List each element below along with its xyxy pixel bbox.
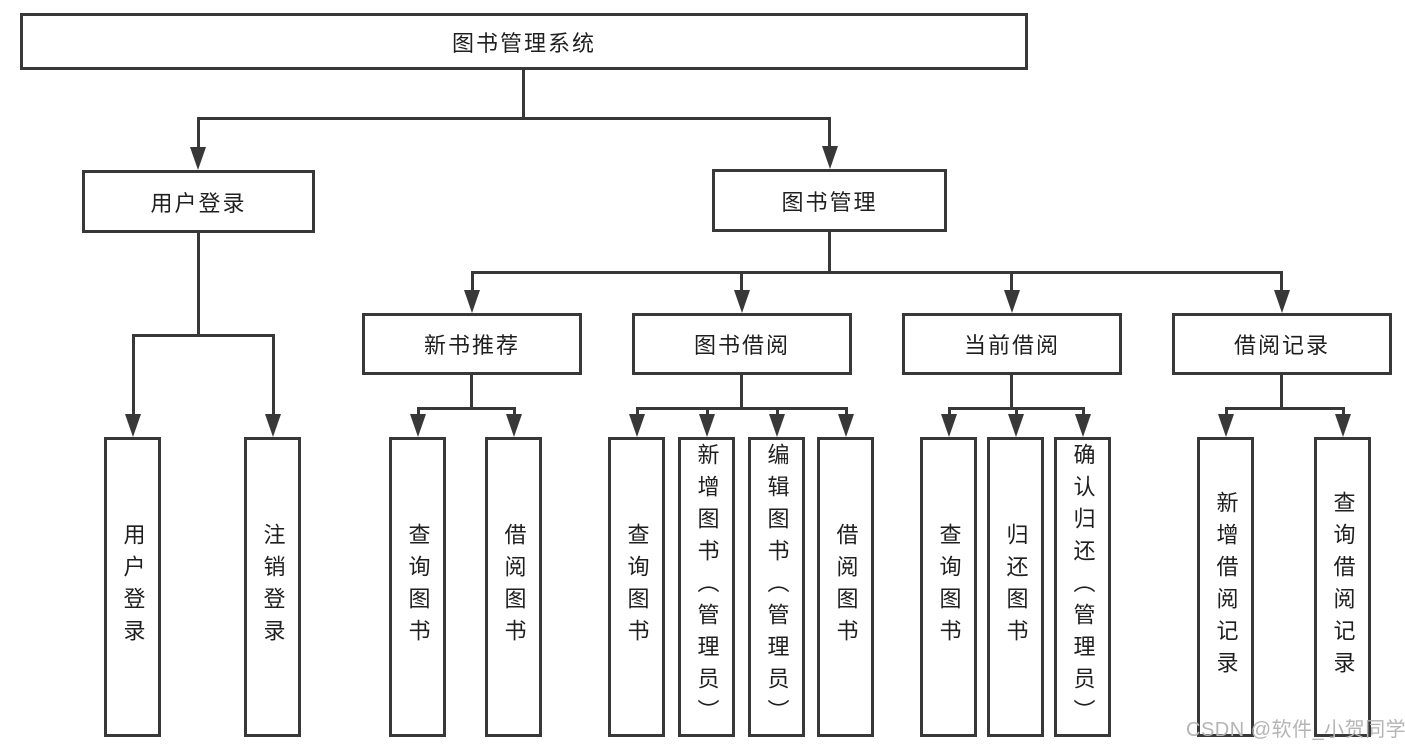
arrow-down-icon: [734, 290, 750, 313]
node-label: 查询图书: [624, 523, 650, 651]
arrow-down-icon: [941, 414, 957, 437]
connector-line-v: [636, 407, 639, 417]
connector-line-h: [1225, 407, 1344, 410]
node-label: 注销登录: [260, 523, 286, 651]
connector-line-v: [1082, 407, 1085, 417]
node-label: 新书推荐: [423, 333, 520, 358]
leaf-edit-books-admin: 编辑图书（管理员）: [748, 437, 805, 737]
node-label: 查询借阅记录: [1330, 491, 1356, 683]
arrow-down-icon: [1335, 414, 1351, 437]
node-label: 借阅图书: [501, 523, 527, 651]
connector-line-v: [1225, 407, 1228, 417]
node-label: 用户登录: [120, 523, 146, 651]
node-label: 图书管理系统: [451, 30, 596, 56]
node-label: 新增图书（管理员）: [694, 443, 720, 731]
leaf-logout-login: 注销登录: [244, 437, 301, 737]
connector-line-v: [845, 407, 848, 417]
connector-line-v: [1010, 375, 1013, 409]
node-label: 查询图书: [936, 523, 962, 651]
connector-line-v: [513, 407, 516, 417]
connector-line-v: [272, 334, 275, 416]
arrow-down-icon: [1274, 290, 1290, 313]
connector-line-v: [522, 70, 525, 118]
arrow-down-icon: [464, 290, 480, 313]
arrow-down-icon: [125, 414, 141, 437]
connector-line-v: [197, 233, 200, 336]
node-user-login: 用户登录: [82, 170, 315, 233]
node-new-book-recommendation: 新书推荐: [362, 313, 582, 375]
connector-line-v: [828, 117, 831, 149]
leaf-add-books-admin: 新增图书（管理员）: [678, 437, 735, 737]
arrow-down-icon: [1008, 414, 1024, 437]
node-book-borrowing: 图书借阅: [632, 313, 852, 375]
node-label: 借阅图书: [833, 523, 859, 651]
connector-line-v: [948, 407, 951, 417]
node-label: 图书管理: [781, 189, 878, 215]
arrow-down-icon: [1218, 414, 1234, 437]
node-label: 查询图书: [405, 523, 431, 651]
leaf-confirm-return-admin: 确认归还（管理员）: [1054, 437, 1111, 737]
connector-line-v: [197, 117, 200, 150]
connector-line-v: [828, 232, 831, 273]
connector-line-v: [1010, 271, 1013, 295]
leaf-borrow-books-recommend: 借阅图书: [485, 437, 542, 737]
connector-line-v: [740, 375, 743, 409]
connector-line-h: [417, 407, 516, 410]
connector-line-h: [197, 117, 831, 120]
connector-line-v: [1342, 407, 1345, 417]
connector-line-v: [417, 407, 420, 417]
connector-line-v: [740, 271, 743, 295]
connector-line-v: [471, 271, 474, 295]
arrow-down-icon: [629, 414, 645, 437]
arrow-down-icon: [1004, 290, 1020, 313]
node-label: 借阅记录: [1233, 333, 1330, 358]
leaf-query-books-current: 查询图书: [920, 437, 977, 737]
arrow-down-icon: [838, 414, 854, 437]
connector-line-v: [470, 375, 473, 409]
leaf-query-borrow-record: 查询借阅记录: [1314, 437, 1371, 737]
arrow-down-icon: [265, 414, 281, 437]
node-library-management-system: 图书管理系统: [20, 13, 1028, 70]
node-label: 图书借阅: [693, 333, 790, 358]
arrow-down-icon: [769, 414, 785, 437]
leaf-add-borrow-record: 新增借阅记录: [1197, 437, 1254, 737]
leaf-return-books: 归还图书: [987, 437, 1044, 737]
leaf-user-login: 用户登录: [104, 437, 161, 737]
node-label: 当前借阅: [963, 333, 1060, 358]
connector-line-h: [471, 271, 1283, 274]
connector-line-v: [706, 407, 709, 417]
connector-line-h: [132, 334, 274, 337]
leaf-query-books-borrowing: 查询图书: [608, 437, 665, 737]
node-label: 编辑图书（管理员）: [764, 443, 790, 731]
node-label: 确认归还（管理员）: [1070, 443, 1096, 731]
arrow-down-icon: [699, 414, 715, 437]
node-borrowing-records: 借阅记录: [1172, 313, 1392, 375]
node-label: 归还图书: [1003, 523, 1029, 651]
leaf-query-books-recommend: 查询图书: [389, 437, 446, 737]
arrow-down-icon: [506, 414, 522, 437]
connector-line-v: [132, 334, 135, 416]
watermark: CSDN @软件_小贺同学: [1186, 719, 1405, 741]
node-book-management: 图书管理: [712, 169, 947, 232]
connector-line-v: [776, 407, 779, 417]
connector-line-v: [1280, 375, 1283, 409]
arrow-down-icon: [822, 146, 838, 169]
arrow-down-icon: [410, 414, 426, 437]
connector-line-v: [1015, 407, 1018, 417]
connector-line-v: [1280, 271, 1283, 295]
node-current-borrowing: 当前借阅: [902, 313, 1122, 375]
node-label: 新增借阅记录: [1213, 491, 1239, 683]
arrow-down-icon: [190, 147, 206, 170]
connector-line-h: [636, 407, 847, 410]
leaf-borrow-books: 借阅图书: [817, 437, 874, 737]
node-label: 用户登录: [150, 190, 247, 216]
arrow-down-icon: [1075, 414, 1091, 437]
